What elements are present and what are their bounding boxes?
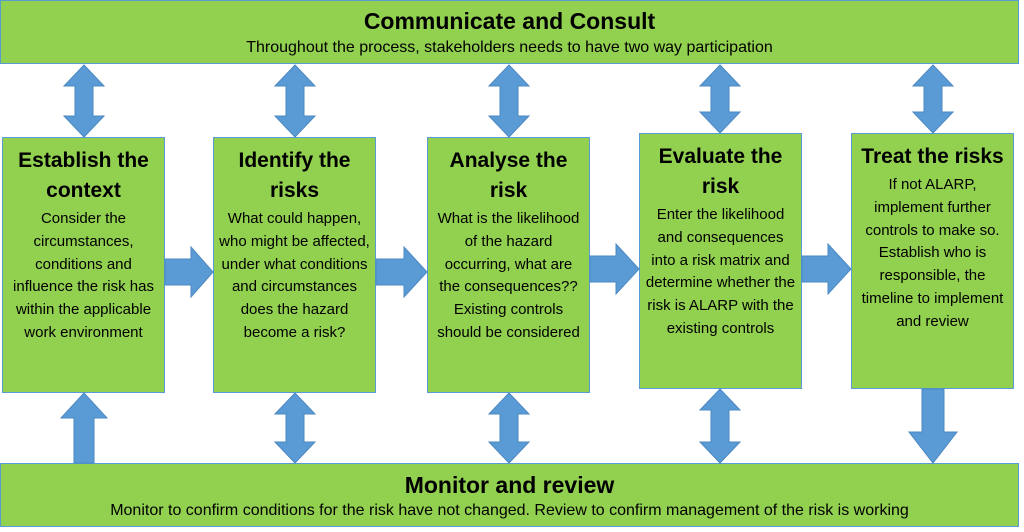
double-arrow-top-1 xyxy=(62,64,106,138)
communicate-title: Communicate and Consult xyxy=(363,8,656,34)
step-description: What is the likelihood of the hazard occ… xyxy=(437,210,580,341)
communicate-subtitle: Throughout the process, stakeholders nee… xyxy=(246,39,773,56)
step-description: What could happen, who might be affected… xyxy=(219,210,370,341)
double-arrow-top-5 xyxy=(911,64,955,134)
step-title: Treat the risks xyxy=(861,145,1004,168)
step-evaluate-risk: Evaluate the risk Enter the likelihood a… xyxy=(639,133,802,389)
step-description: If not ALARP, implement further controls… xyxy=(861,176,1004,330)
step-title: Identify the risks xyxy=(238,149,351,202)
step-analyse-risk: Analyse the risk What is the likelihood … xyxy=(427,137,590,393)
down-arrow-bottom-5 xyxy=(907,388,959,464)
step-description: Enter the likelihood and consequences in… xyxy=(645,206,796,337)
monitor-and-review-bar: Monitor and review Monitor to confirm co… xyxy=(0,463,1019,527)
step-title: Establish the context xyxy=(18,149,149,202)
right-arrow-1 xyxy=(164,245,214,299)
right-arrow-3 xyxy=(589,242,640,296)
right-arrow-4 xyxy=(801,242,852,296)
communicate-and-consult-bar: Communicate and Consult Throughout the p… xyxy=(0,0,1019,64)
step-title: Analyse the risk xyxy=(449,149,568,202)
double-arrow-top-3 xyxy=(487,64,531,138)
double-arrow-top-2 xyxy=(273,64,317,138)
right-arrow-2 xyxy=(375,245,428,299)
up-arrow-bottom-1 xyxy=(59,392,109,464)
step-identify-risks: Identify the risks What could happen, wh… xyxy=(213,137,376,393)
double-arrow-top-4 xyxy=(698,64,742,134)
double-arrow-bottom-4 xyxy=(698,388,742,464)
step-description: Consider the circumstances, conditions a… xyxy=(13,210,154,341)
monitor-subtitle: Monitor to confirm conditions for the ri… xyxy=(110,502,909,519)
double-arrow-bottom-2 xyxy=(273,392,317,464)
double-arrow-bottom-3 xyxy=(487,392,531,464)
step-title: Evaluate the risk xyxy=(658,145,783,198)
monitor-title: Monitor and review xyxy=(404,472,615,498)
